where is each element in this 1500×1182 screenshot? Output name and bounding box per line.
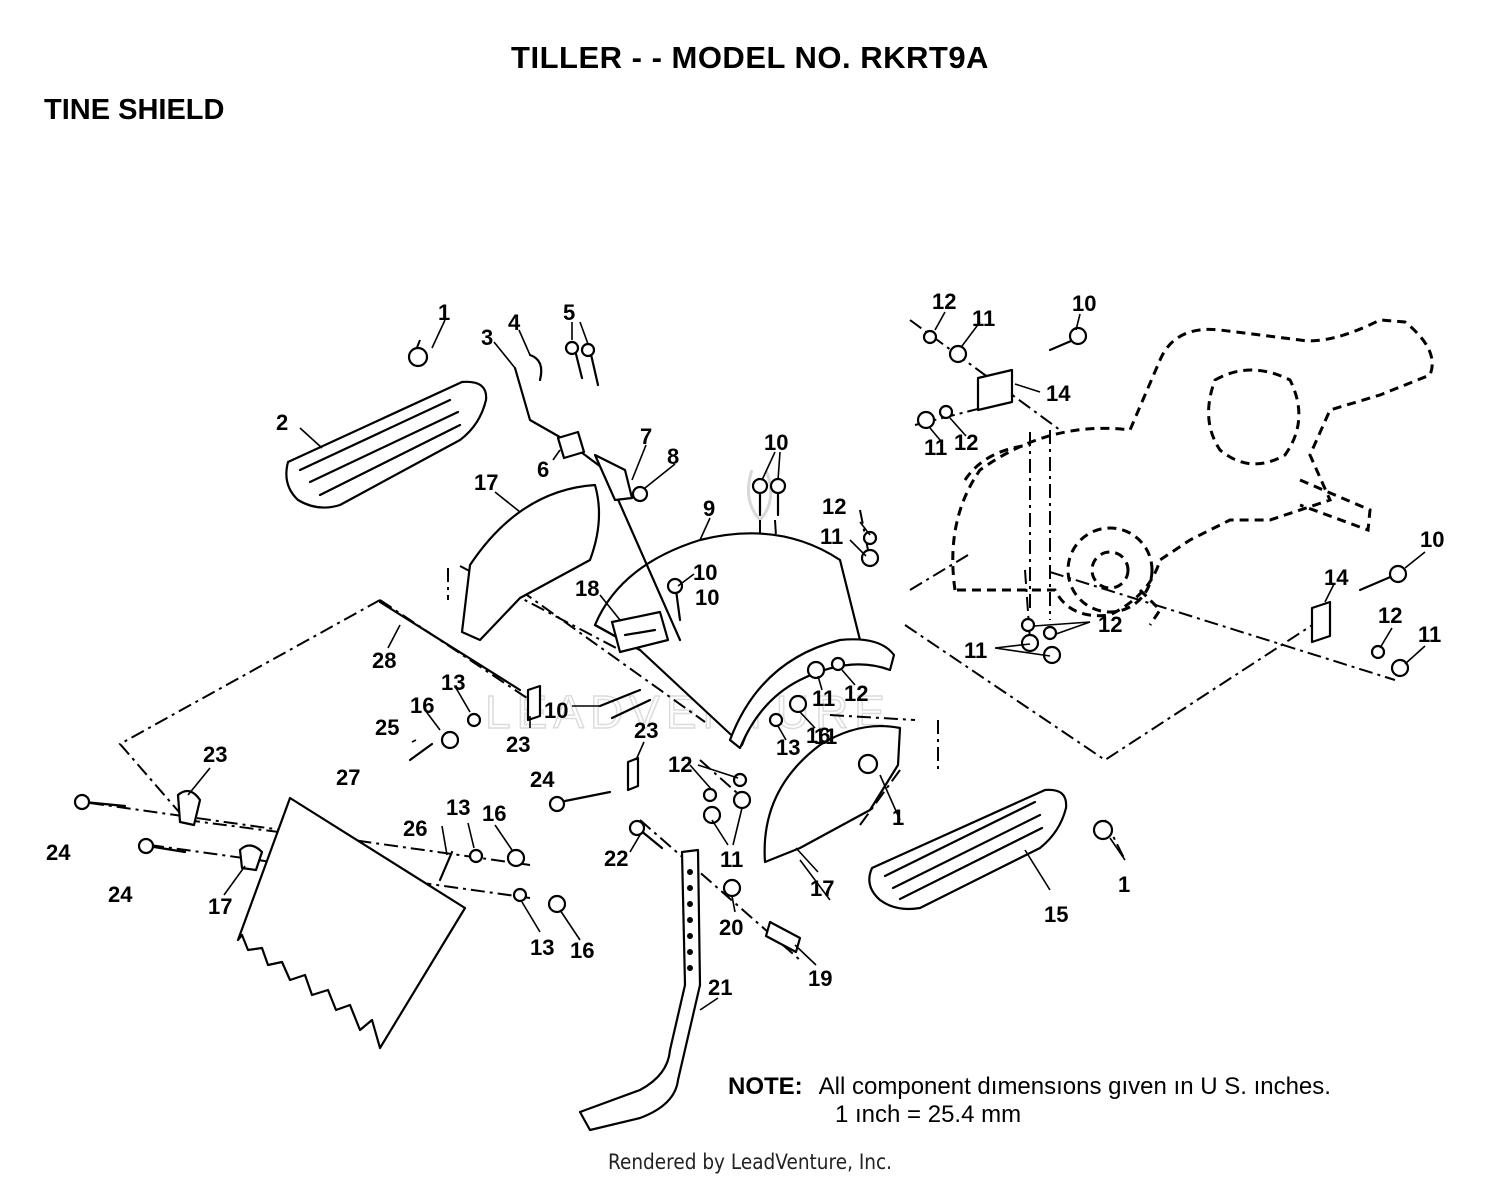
callout-10-c: 10 <box>544 698 568 723</box>
callout-12-g: 12 <box>668 752 692 777</box>
callout-17-left: 17 <box>474 470 498 495</box>
brackets-and-pins <box>176 368 1332 954</box>
callout-hidden-1: 11 <box>996 1180 1019 1182</box>
tine-shield-flap <box>236 796 467 1050</box>
callout-11-f: 11 <box>812 686 835 711</box>
callout-8: 8 <box>667 444 679 469</box>
callout-22: 22 <box>604 846 628 871</box>
callout-7: 7 <box>640 424 652 449</box>
callout-11-c: 11 <box>820 524 843 549</box>
render-credit: Rendered by LeadVenture, Inc. <box>607 1150 893 1174</box>
callout-23-a: 23 <box>506 732 530 757</box>
callout-16-c: 16 <box>806 723 830 748</box>
callout-11-a: 11 <box>972 306 995 331</box>
callout-10-f: 10 <box>695 585 719 610</box>
callout-23-c: 23 <box>634 718 658 743</box>
left-side-shield <box>460 483 601 642</box>
callout-5: 5 <box>563 300 575 325</box>
callout-21: 21 <box>708 975 732 1000</box>
watermark-logo: LEADVENTURE <box>484 469 891 739</box>
callout-12-f: 12 <box>844 681 868 706</box>
callout-1-mid: 1 <box>892 805 904 830</box>
callout-28: 28 <box>372 648 396 673</box>
callout-23-b: 23 <box>203 742 227 767</box>
callout-11-g: 11 <box>720 847 743 872</box>
note-label: NOTE: <box>728 1073 803 1100</box>
callout-hidden-5: 13 <box>996 1180 1020 1182</box>
callout-16-b: 16 <box>482 801 506 826</box>
callout-11-h: 11 <box>814 724 837 749</box>
callout-labels: 1 2 3 4 5 6 7 8 10 9 17 18 10 28 10 23 2… <box>46 289 1444 1182</box>
callout-10-b: 10 <box>693 560 717 585</box>
callout-10-a: 10 <box>764 430 788 455</box>
callout-23-d: 17 <box>208 894 232 919</box>
shield-arc-flap <box>728 638 896 750</box>
callout-13-b: 13 <box>446 795 470 820</box>
callout-20: 20 <box>719 915 743 940</box>
callout-16-d: 16 <box>570 938 594 963</box>
callout-14-a: 14 <box>1046 381 1071 406</box>
callout-12-c: 12 <box>822 494 846 519</box>
depth-bar-holes <box>687 869 693 971</box>
nuts-and-washers <box>407 329 1410 914</box>
depth-bar <box>578 848 702 1132</box>
control-link <box>513 353 682 642</box>
callout-11-b: 11 <box>924 435 947 460</box>
callout-13-c: 13 <box>776 735 800 760</box>
callout-27: 27 <box>336 765 360 790</box>
callout-11-d: 11 <box>964 638 987 663</box>
callout-26: 26 <box>403 816 427 841</box>
callout-12-d: 12 <box>1098 612 1122 637</box>
callout-12-b: 12 <box>954 430 978 455</box>
callout-9: 9 <box>703 496 715 521</box>
callout-hidden-3: 11 <box>996 1180 1019 1182</box>
tiller-housing-outline <box>951 318 1434 626</box>
note-line-1: All component dımensıons gıven ın U S. ı… <box>818 1073 1331 1100</box>
callout-17-right: 17 <box>810 876 834 901</box>
callout-13-a: 13 <box>441 670 465 695</box>
callout-4: 4 <box>508 310 521 335</box>
hinge-rod <box>378 600 522 692</box>
callout-10-e: 10 <box>1420 527 1444 552</box>
page-title: TILLER - - MODEL NO. RKRT9A <box>511 40 989 75</box>
callout-1-right: 1 <box>1118 872 1130 897</box>
callout-11-e: 11 <box>1418 622 1441 647</box>
dimension-note: NOTE: All component dımensıons gıven ın U… <box>728 1073 1331 1129</box>
callout-12-a: 12 <box>932 289 956 314</box>
callout-hidden-6: 16 <box>996 1180 1020 1182</box>
watermark-text: LEADVENTURE <box>485 686 891 738</box>
callout-18: 18 <box>575 576 599 601</box>
callout-15: 15 <box>1044 902 1068 927</box>
callout-2: 2 <box>276 410 288 435</box>
callout-13-d: 13 <box>530 935 554 960</box>
section-title: TINE SHIELD <box>44 94 225 126</box>
callout-hidden-4: 12 <box>996 1180 1020 1182</box>
callout-10-d: 10 <box>1072 291 1096 316</box>
callout-16-a: 16 <box>410 693 434 718</box>
callout-3: 3 <box>481 325 493 350</box>
left-shield-cover <box>285 380 488 509</box>
callout-19: 19 <box>808 966 832 991</box>
callout-6: 6 <box>537 457 549 482</box>
leader-lines <box>187 311 1426 1011</box>
callout-25: 25 <box>375 715 399 740</box>
callout-12-e: 12 <box>1378 603 1402 628</box>
callout-24-b: 24 <box>46 840 71 865</box>
right-shield-cover <box>868 788 1068 911</box>
callout-14-b: 14 <box>1324 565 1349 590</box>
callout-24-c: 24 <box>108 882 133 907</box>
note-line-2: 1 ınch = 25.4 mm <box>835 1101 1022 1128</box>
callout-hidden-2: 12 <box>996 1180 1020 1182</box>
callout-24-a: 24 <box>530 767 555 792</box>
callout-1-top: 1 <box>438 300 450 325</box>
